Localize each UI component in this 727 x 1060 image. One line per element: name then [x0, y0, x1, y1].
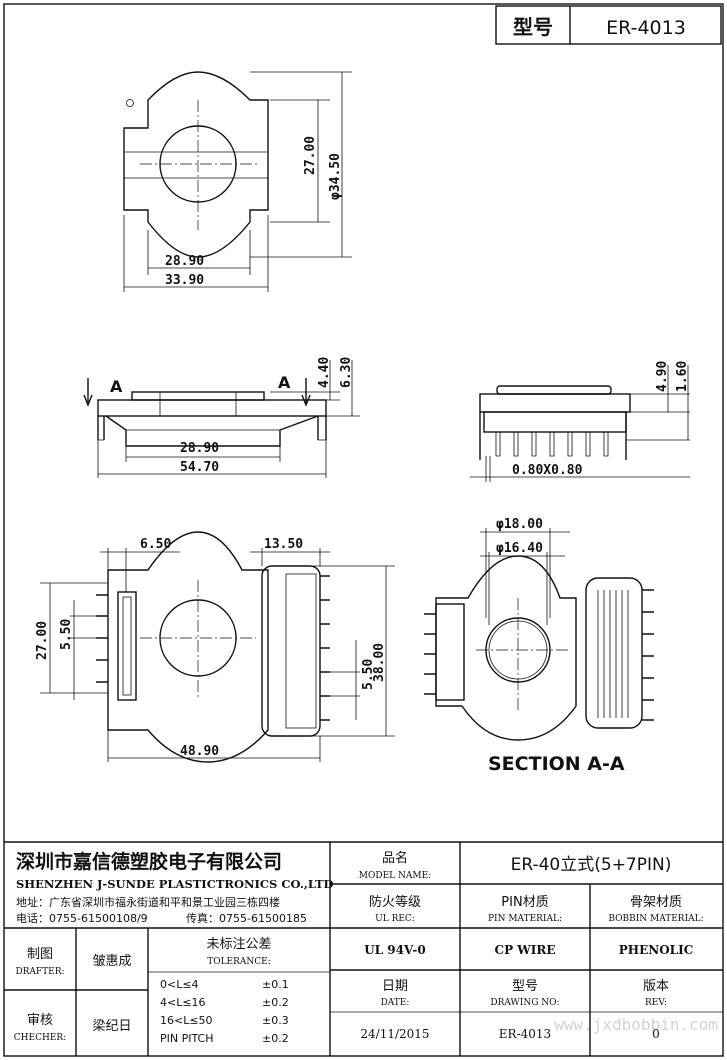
- end-view-pin-size: 0.80X0.80: [512, 463, 583, 478]
- side-view-total-width: 54.70: [180, 460, 219, 475]
- bottom-view-total-height: 38.00: [372, 643, 387, 682]
- bottom-view-total-width: 48.90: [180, 744, 219, 759]
- tolerance-value: ±0.1: [262, 978, 289, 991]
- tolerance-range: 4<L≤16: [160, 996, 206, 1009]
- checker-value: 梁纪日: [92, 1019, 131, 1034]
- top-view-outer-width: 33.90: [165, 273, 204, 288]
- side-view-dim-b: 6.30: [339, 357, 354, 388]
- bottom-view-pitch-left: 5.50: [59, 619, 74, 650]
- header-model-box: 型号 ER-4013: [495, 5, 722, 45]
- rev-value: 0: [652, 1027, 660, 1041]
- bottom-view: 6.50 13.50 27.00 5.50 5.50 38.00 48.90: [35, 531, 395, 763]
- bottom-view-right-width: 13.50: [264, 537, 303, 552]
- header-model-value: ER-4013: [606, 17, 686, 39]
- company-phone: 电话：0755-61500108/9: [16, 912, 148, 925]
- date-label-cn: 日期: [382, 979, 408, 994]
- date-label-en: DATE:: [381, 998, 410, 1008]
- top-view-inner-height: 27.00: [303, 136, 318, 175]
- bottom-view-pitch-right: 5.50: [361, 659, 376, 690]
- pin-material-value: CP WIRE: [495, 943, 556, 957]
- section-view-inner-diameter: φ16.40: [496, 541, 543, 556]
- ul-rec-label-en: UL REC:: [375, 914, 415, 924]
- end-view-dim-a: 4.90: [655, 361, 670, 392]
- model-name-value: ER-40立式(5+7PIN): [511, 855, 672, 875]
- watermark: www.jxdbobbin.com: [554, 1015, 718, 1034]
- drafter-label-en: DRAFTER:: [15, 967, 64, 977]
- company-address: 地址：广东省深圳市福永街道和平和景工业园三栋四楼: [16, 895, 280, 909]
- bottom-view-height-left: 27.00: [35, 621, 50, 660]
- bobbin-material-value: PHENOLIC: [619, 943, 694, 957]
- company-name-cn: 深圳市嘉信德塑胶电子有限公司: [16, 850, 282, 873]
- model-name-label-en: MODEL NAME:: [359, 871, 431, 881]
- top-view-outer-diameter: φ34.50: [328, 153, 343, 200]
- bobbin-material-label-en: BOBBIN MATERIAL:: [608, 914, 703, 924]
- drafter-value: 皱惠成: [92, 953, 131, 969]
- pin-material-label-cn: PIN材质: [501, 895, 548, 910]
- company-name-en: SHENZHEN J-SUNDE PLASTICTRONICS CO.,LTD: [16, 877, 334, 891]
- title-block: 深圳市嘉信德塑胶电子有限公司 SHENZHEN J-SUNDE PLASTICT…: [4, 841, 723, 1056]
- drawing-no-value: ER-4013: [499, 1027, 551, 1041]
- drafter-label-cn: 制图: [27, 947, 53, 962]
- section-view-outer-diameter: φ18.00: [496, 517, 543, 532]
- section-view-title: SECTION A-A: [488, 753, 625, 775]
- checker-label-cn: 审核: [27, 1013, 53, 1028]
- tolerance-value: ±0.2: [262, 1032, 289, 1045]
- section-view: φ18.00 φ16.40 SECTION A-A: [424, 517, 654, 775]
- ul-rec-value: UL 94V-0: [364, 943, 426, 957]
- ul-rec-label-cn: 防火等级: [369, 894, 421, 910]
- model-name-label-cn: 品名: [382, 850, 408, 866]
- checker-label-en: CHECHER:: [14, 1033, 66, 1043]
- drawing-no-label-en: DRAWING NO:: [490, 998, 559, 1008]
- end-view-dim-b: 1.60: [675, 361, 690, 392]
- side-view-inner-width: 28.90: [180, 441, 219, 456]
- drawing-no-label-cn: 型号: [512, 979, 538, 994]
- side-view-dim-a: 4.40: [317, 357, 332, 388]
- section-mark-right: A: [278, 373, 291, 392]
- tolerance-range: 0<L≤4: [160, 978, 199, 991]
- tolerance-range: PIN PITCH: [160, 1032, 214, 1045]
- rev-label-cn: 版本: [643, 979, 669, 994]
- tolerance-label-cn: 未标注公差: [206, 937, 271, 952]
- section-mark-left: A: [110, 377, 123, 396]
- top-view-inner-width: 28.90: [165, 254, 204, 269]
- bobbin-material-label-cn: 骨架材质: [630, 895, 682, 910]
- pin-material-label-en: PIN MATERIAL:: [488, 914, 562, 924]
- rev-label-en: REV:: [645, 998, 667, 1008]
- top-view: 27.00 φ34.50 28.90 33.90: [123, 71, 352, 292]
- end-view: 4.90 1.60 0.80X0.80: [470, 361, 690, 482]
- tolerance-value: ±0.3: [262, 1014, 289, 1027]
- bottom-view-left-width: 6.50: [140, 537, 171, 552]
- tolerance-value: ±0.2: [262, 996, 289, 1009]
- company-fax: 传真：0755-61500185: [186, 911, 307, 925]
- tolerance-range: 16<L≤50: [160, 1014, 213, 1027]
- side-view: A A 4.40 6.30 28.90 54.70: [83, 357, 360, 478]
- header-model-label: 型号: [513, 15, 553, 39]
- date-value: 24/11/2015: [360, 1027, 429, 1041]
- tolerance-label-en: TOLERANCE:: [207, 957, 271, 967]
- drawing-border: [3, 3, 724, 1057]
